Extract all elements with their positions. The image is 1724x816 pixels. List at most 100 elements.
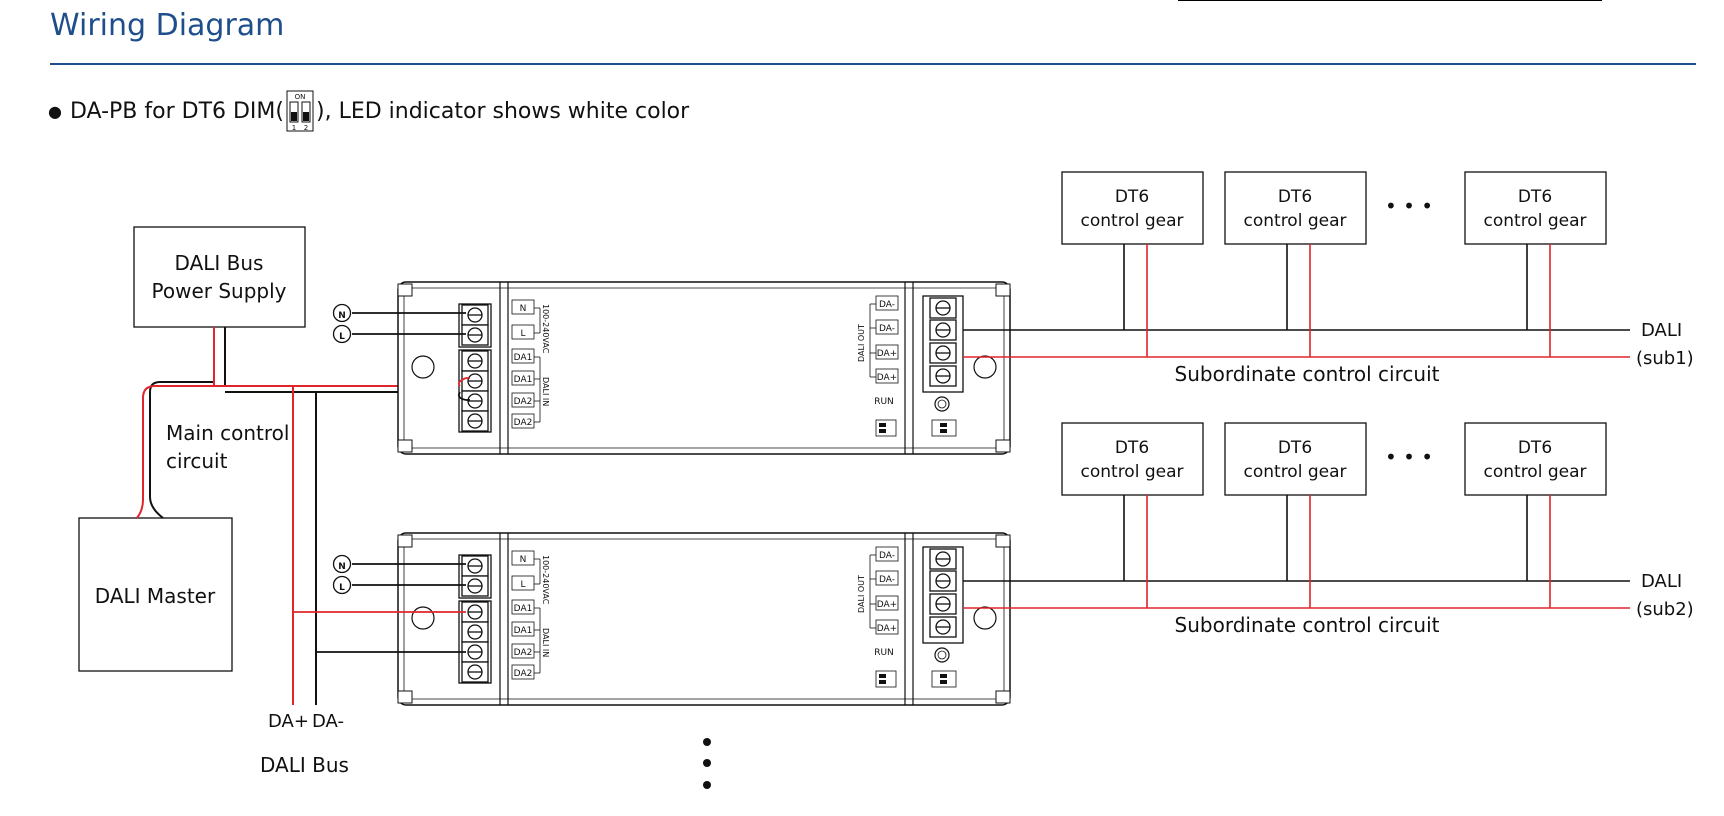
- gear-frame: [1464, 422, 1607, 496]
- voltage-label: 100-240VAC: [541, 304, 550, 354]
- input-label-box: [511, 413, 535, 429]
- output-screw-4: [929, 365, 957, 387]
- voltage-label: 100-240VAC: [541, 555, 550, 605]
- subordinate-circuit-label: Subordinate control circuit: [1175, 362, 1440, 386]
- output-label-box: [875, 344, 899, 360]
- gear-label-1: DT6: [1518, 187, 1552, 207]
- live-label: L: [339, 332, 345, 342]
- gear-frame: [1224, 422, 1367, 496]
- dali-in-label: DALI IN: [541, 628, 550, 657]
- dali-in-red-wire: [457, 377, 467, 387]
- mount-tab: [995, 690, 1011, 704]
- output-terminal-block: [922, 546, 964, 644]
- mount-tab: [397, 439, 413, 453]
- output-label-4: DA+: [877, 624, 897, 634]
- output-label-box: [875, 295, 899, 311]
- switch-knob: [940, 429, 947, 433]
- main-circuit-label-1: Main control: [166, 421, 289, 445]
- input-screw-2: [461, 575, 489, 597]
- mount-tab: [397, 283, 413, 297]
- mount-tab: [397, 534, 413, 548]
- dali-bus-wires: [292, 386, 317, 705]
- input-label-6: DA2: [514, 669, 533, 679]
- main-circuit-label-2: circuit: [166, 449, 228, 473]
- output-label-4: DA+: [877, 373, 897, 383]
- switch-glyph: [931, 670, 957, 688]
- input-label-1: N: [520, 304, 527, 314]
- live-label: L: [339, 583, 345, 593]
- input-label-6: DA2: [514, 418, 533, 428]
- gear-frame: [1061, 171, 1204, 245]
- switch-glyph: [875, 670, 897, 688]
- input-label-3: DA1: [514, 604, 533, 614]
- top-rule: [1178, 0, 1602, 1]
- output-terminal-block: [922, 295, 964, 393]
- output-label-1: DA-: [879, 300, 895, 310]
- dip-pos-2: 2: [304, 124, 308, 132]
- driver-body: [397, 532, 1011, 706]
- gear-ellipsis: • • •: [1385, 194, 1433, 218]
- input-label-box: [511, 392, 535, 408]
- input-screw-6: [461, 661, 489, 683]
- switch-knob: [879, 680, 886, 684]
- output-label-1: DA-: [879, 551, 895, 561]
- power-supply-label-2: Power Supply: [152, 279, 287, 303]
- dip-switch-icon: ON 1 2: [286, 90, 314, 132]
- dip-pos-1: 1: [292, 124, 296, 132]
- switch-glyph: [875, 419, 897, 437]
- gear-label-2: control gear: [1244, 462, 1347, 482]
- input-label-box: [511, 621, 535, 637]
- mounting-hole: [411, 355, 435, 379]
- mounting-hole: [973, 355, 997, 379]
- gear-label-1: DT6: [1278, 187, 1312, 207]
- output-screw-3: [929, 342, 957, 364]
- output-screw-4: [929, 616, 957, 638]
- gear-label-2: control gear: [1081, 211, 1184, 231]
- input-terminal-block: [458, 303, 492, 433]
- input-label-5: DA2: [514, 648, 533, 658]
- dali-in-label: DALI IN: [541, 377, 550, 406]
- output-label-box: [875, 546, 899, 562]
- output-label-2: DA-: [879, 324, 895, 334]
- gear-frame: [1061, 422, 1204, 496]
- input-label-4: DA1: [514, 626, 533, 636]
- output-bus-label-2: (sub1): [1636, 348, 1694, 369]
- neutral-symbol: [332, 303, 352, 323]
- input-label-5: DA2: [514, 397, 533, 407]
- driver-body: [397, 281, 1011, 455]
- output-bus-label-1: DALI: [1641, 571, 1682, 592]
- switch-knob: [879, 674, 886, 678]
- live-symbol: [332, 324, 352, 344]
- mounting-hole: [411, 606, 435, 630]
- neutral-label: N: [338, 562, 346, 572]
- bullet-dot: ●: [48, 101, 62, 121]
- driver-inner-edge: [403, 538, 1005, 700]
- input-screw-6: [461, 410, 489, 432]
- gear-ellipsis: • • •: [1385, 445, 1433, 469]
- run-led-icon: [934, 396, 950, 412]
- output-label-3: DA+: [877, 600, 897, 610]
- input-label-box: [511, 324, 535, 340]
- mounting-hole: [973, 606, 997, 630]
- output-screw-1: [929, 548, 957, 570]
- run-led-inner: [937, 399, 947, 409]
- mode-text-suffix: ), LED indicator shows white color: [316, 98, 690, 124]
- input-label-2: L: [520, 580, 525, 590]
- neutral-symbol: [332, 554, 352, 574]
- dali-master-box: DALI Master: [78, 517, 233, 672]
- output-screw-2: [929, 570, 957, 592]
- input-label-box: [511, 299, 535, 315]
- switch-knob: [940, 674, 947, 678]
- output-bus-label-1: DALI: [1641, 320, 1682, 341]
- input-label-3: DA1: [514, 353, 533, 363]
- gear-label-1: DT6: [1115, 438, 1149, 458]
- more-drivers-ellipsis: [703, 738, 711, 789]
- bus-da-plus-label: DA+: [268, 711, 309, 732]
